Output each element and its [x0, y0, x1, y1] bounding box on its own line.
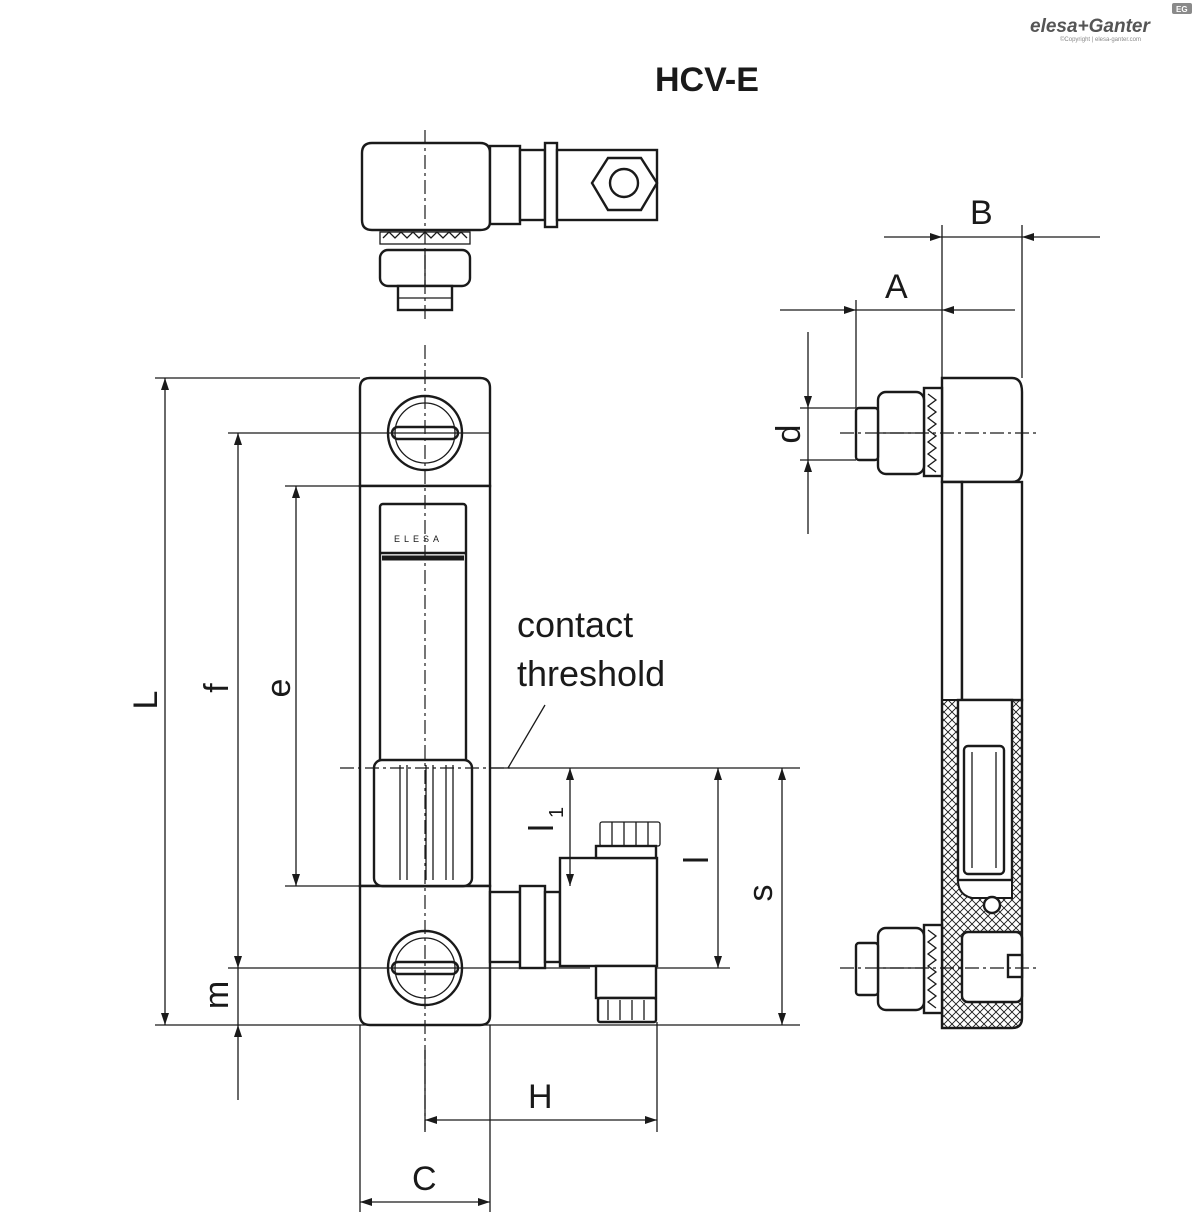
front-connector-collar — [543, 890, 562, 964]
dim-m-label: m — [198, 981, 236, 1009]
dim-s-label: s — [742, 885, 780, 902]
side-upper-head — [940, 376, 1024, 484]
side-pin-icon — [982, 895, 1002, 915]
dim-H-label: H — [528, 1078, 553, 1116]
front-connector-gland — [599, 821, 661, 847]
front-connector-neck — [594, 964, 658, 1000]
dim-C-label: C — [412, 1160, 437, 1198]
side-view — [840, 376, 1040, 1030]
top-view-collar — [543, 141, 559, 229]
window-brand-text: ELESA — [394, 534, 443, 544]
contact-threshold-line1: contact — [517, 604, 633, 645]
svg-text:1: 1 — [546, 807, 568, 818]
front-view: ELESA — [340, 345, 661, 1130]
side-upper-thread — [854, 406, 880, 462]
brand-name: elesa+Ganter — [1030, 16, 1151, 37]
side-tube-upper — [960, 480, 1024, 702]
front-dimensions: L f e m l 1 l s H C contact — [127, 377, 800, 1212]
brand-logo: elesa+Ganter EG ©Copyright | elesa-gante… — [1030, 3, 1192, 43]
front-connector-body — [488, 890, 522, 964]
side-lower-thread — [854, 941, 880, 997]
dim-e-label: e — [260, 679, 298, 698]
dim-l1-label: l 1 — [523, 807, 568, 832]
dim-f-label: f — [198, 683, 236, 693]
top-view-connector-body — [488, 144, 522, 226]
dim-l-label: l — [678, 856, 716, 864]
side-lower-nut — [876, 926, 926, 1012]
front-connector-base — [596, 996, 658, 1024]
top-view — [360, 130, 659, 320]
dim-L-label: L — [127, 691, 165, 710]
float — [372, 758, 474, 888]
brand-badge: EG — [1176, 5, 1188, 14]
brand-badge-icon — [1172, 3, 1192, 14]
side-dimensions: B A d — [770, 194, 1100, 534]
front-connector-cap — [594, 844, 658, 860]
dim-A-label: A — [885, 268, 908, 306]
front-connector-ring — [518, 884, 547, 970]
front-connector-box — [558, 856, 659, 968]
contact-threshold-leader — [507, 704, 546, 769]
side-float — [962, 744, 1006, 876]
brand-copyright: ©Copyright | elesa-ganter.com — [1060, 36, 1141, 43]
contact-threshold-line2: threshold — [517, 653, 665, 694]
top-view-head — [360, 141, 492, 232]
top-view-hex-icon — [590, 156, 659, 212]
side-lower-plug — [1006, 953, 1024, 979]
svg-text:l: l — [523, 824, 561, 832]
dim-d-label: d — [770, 425, 808, 444]
drawing-title: HCV-E — [655, 61, 759, 99]
top-view-bore-icon — [608, 167, 640, 199]
dim-B-label: B — [970, 194, 993, 232]
top-view-connector-ring — [518, 148, 547, 222]
